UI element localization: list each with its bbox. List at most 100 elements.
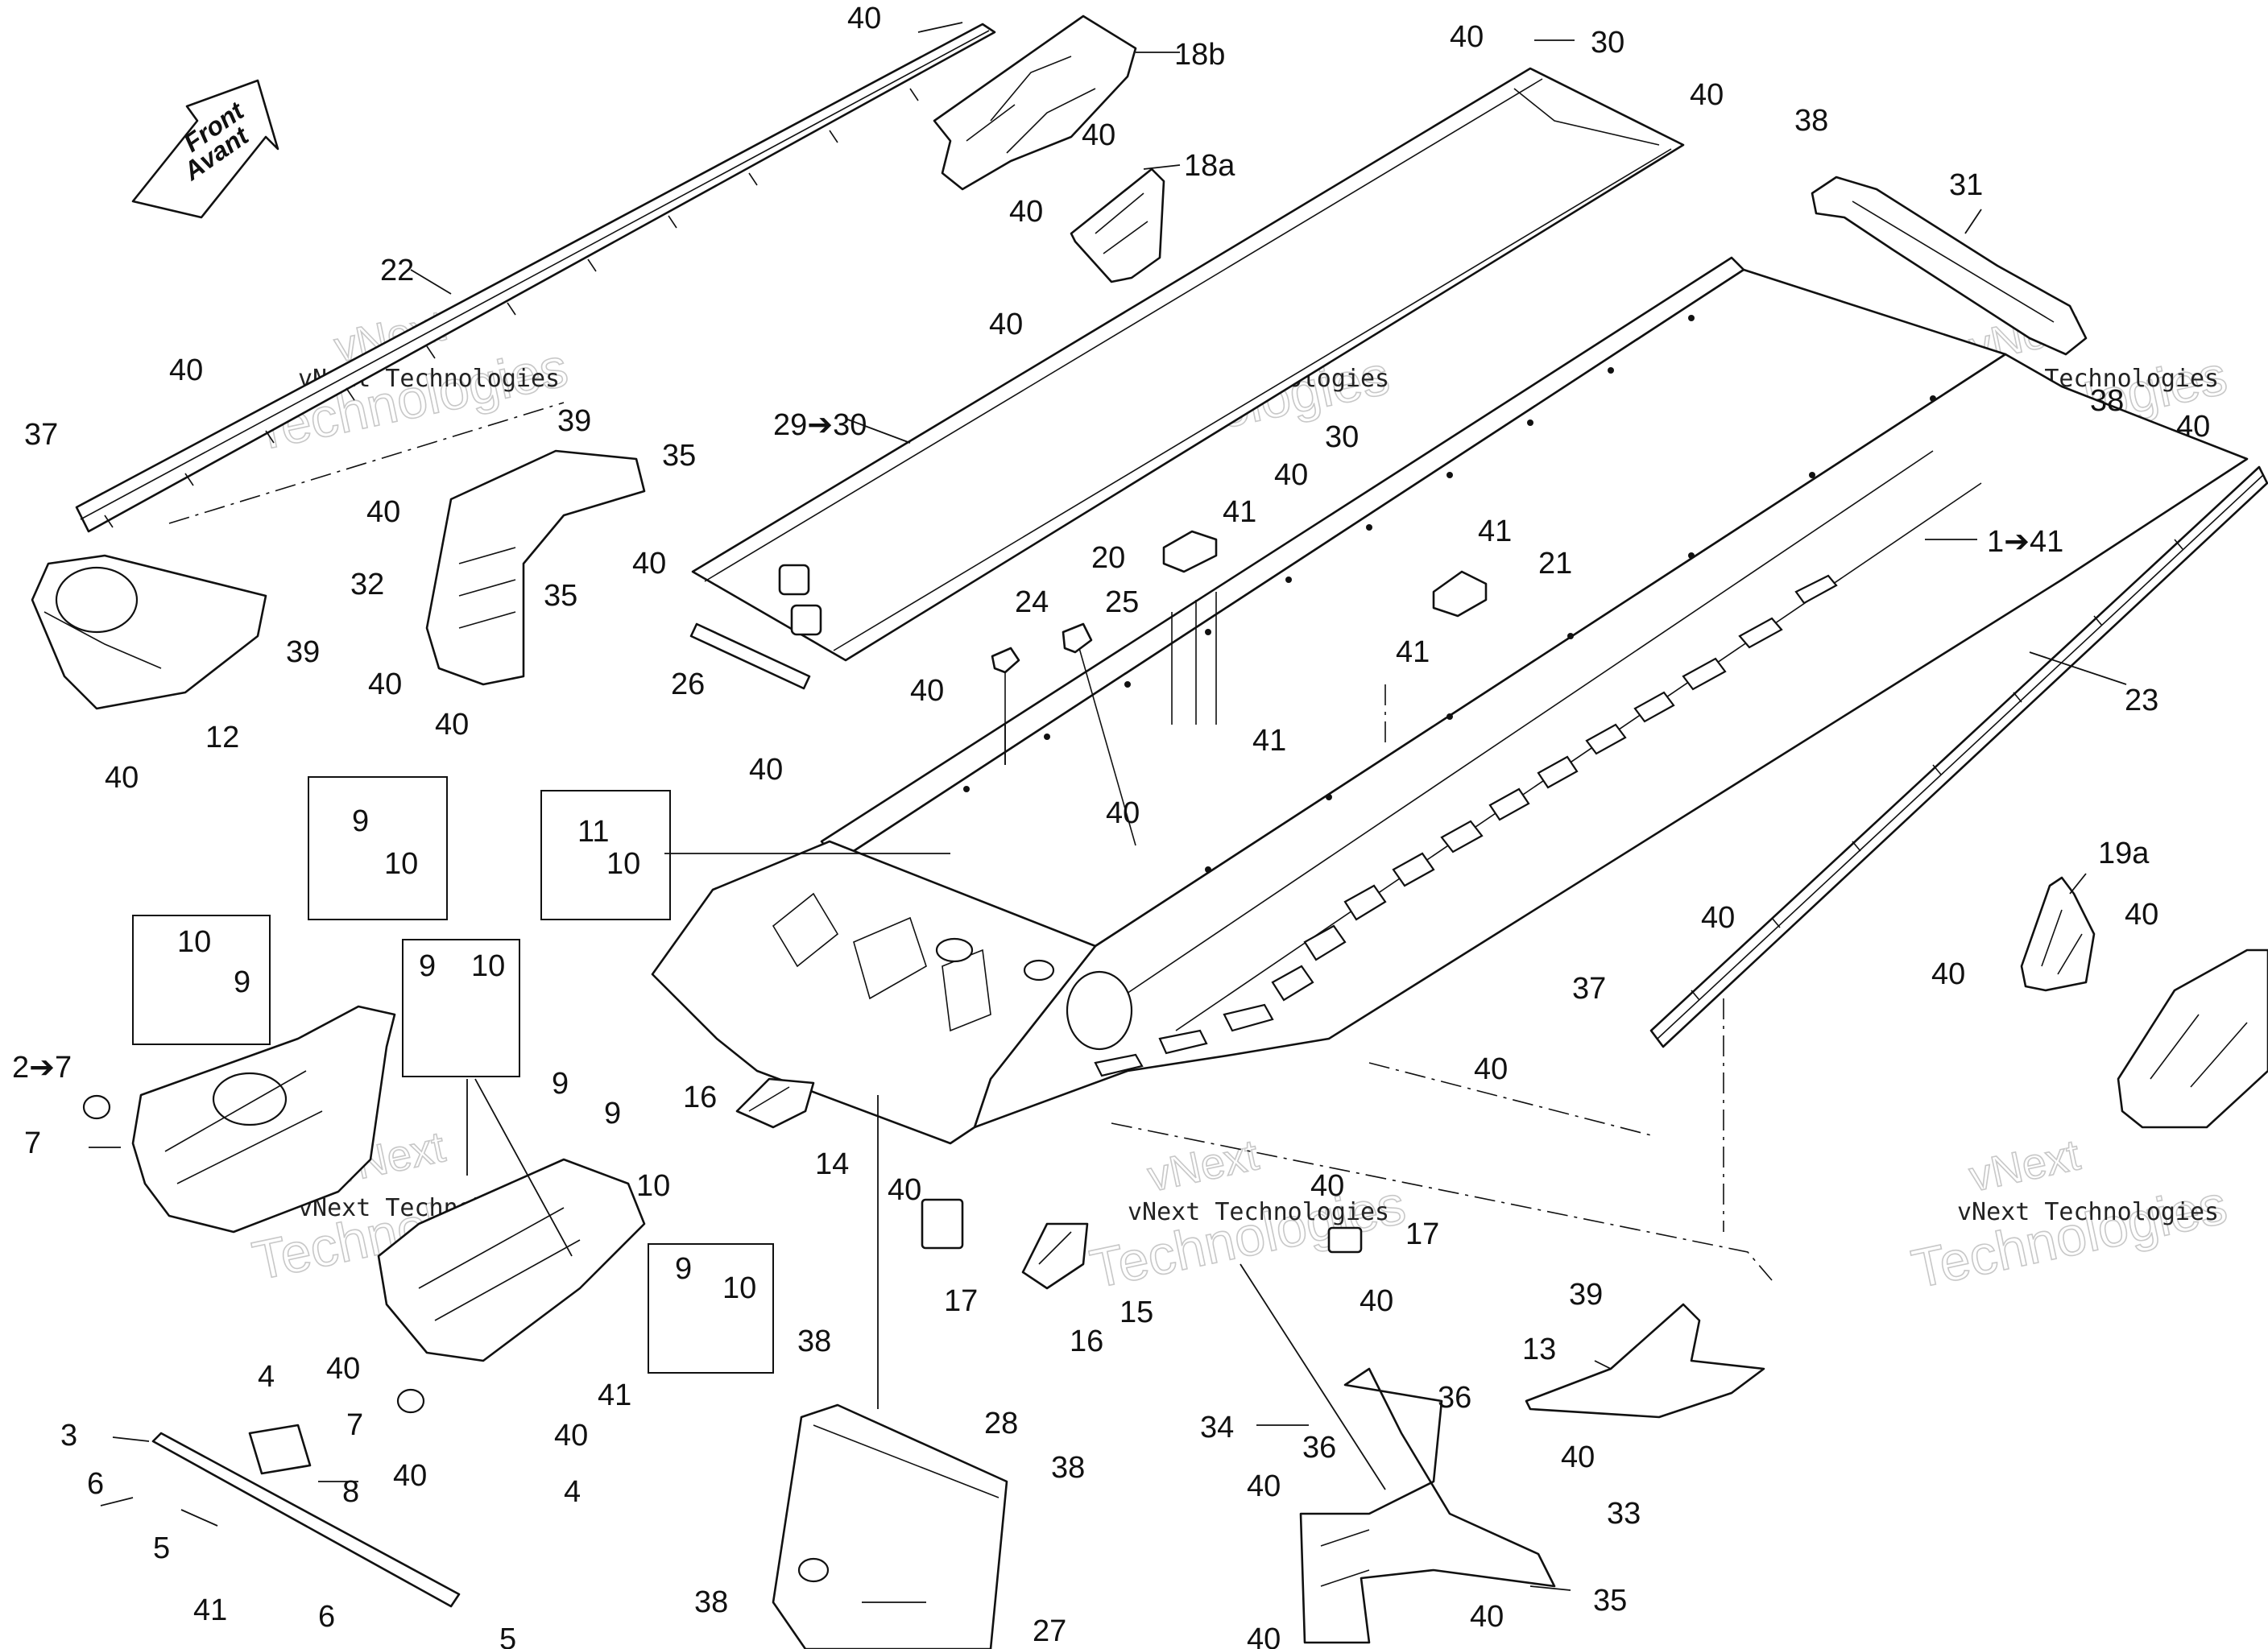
part-8-plate — [248, 1424, 312, 1475]
watermark-text-5: vNext Technologies — [1128, 1198, 1389, 1226]
callout-40: 40 — [749, 753, 783, 787]
callout-18b: 18b — [1174, 38, 1225, 72]
part-number-labels: 40 18b 40 18a 40 40 30 40 38 31 22 37 40… — [12, 2, 2210, 1649]
tunnel-cutouts — [1094, 574, 1838, 1077]
part-3-lower-bar — [151, 1424, 461, 1608]
callout-40: 40 — [105, 761, 139, 795]
callout-37: 37 — [24, 418, 58, 452]
callout-31: 31 — [1949, 168, 1983, 202]
callout-40: 40 — [326, 1352, 360, 1386]
part-15-plate — [1021, 1222, 1089, 1290]
callout-40: 40 — [1247, 1622, 1281, 1649]
callout-40: 40 — [554, 1419, 588, 1453]
callout-41: 41 — [598, 1378, 631, 1412]
callout-38: 38 — [1794, 104, 1828, 138]
part-26-strip — [689, 622, 811, 690]
inset-boxes — [132, 776, 774, 1374]
front-direction-arrow: Front Avant — [131, 79, 279, 219]
watermark-big-11: vNext — [1965, 1130, 2084, 1201]
callout-10: 10 — [636, 1169, 670, 1203]
callout-40: 40 — [847, 2, 881, 35]
callout-10: 10 — [384, 847, 418, 881]
part-31-rear-bracket — [1811, 176, 2088, 356]
callout-40: 40 — [1931, 957, 1965, 991]
callout-25: 25 — [1105, 585, 1139, 619]
callout-40: 40 — [1106, 796, 1140, 830]
bumper-2 — [790, 604, 822, 636]
watermark-top-left: vNext Technologies vNext Technologies — [247, 301, 574, 464]
callout-22: 22 — [380, 254, 414, 287]
callout-40: 40 — [1474, 1052, 1508, 1086]
inset-box-9-10-b — [402, 939, 520, 1077]
callout-39: 39 — [557, 404, 591, 438]
callout-17: 17 — [1405, 1217, 1439, 1251]
part-21-bracket — [1384, 570, 1488, 749]
callout-9: 9 — [675, 1252, 692, 1286]
callout-32: 32 — [350, 568, 384, 601]
callout-40: 40 — [910, 674, 944, 708]
part-27-heat-exchanger — [772, 1403, 1008, 1649]
part-1-tunnel — [820, 256, 2249, 1129]
callout-39: 39 — [286, 635, 320, 669]
callout-8: 8 — [342, 1475, 359, 1509]
callout-6: 6 — [318, 1600, 335, 1634]
callout-41: 41 — [1396, 635, 1430, 669]
callout-40: 40 — [888, 1173, 921, 1207]
callout-30: 30 — [1591, 26, 1624, 60]
part-25-clip — [1062, 622, 1136, 846]
callout-41: 41 — [193, 1593, 227, 1627]
callout-40: 40 — [1082, 118, 1115, 152]
inset-box-11-10 — [540, 790, 671, 920]
callout-40: 40 — [368, 667, 402, 701]
part-7-grommet-a — [82, 1094, 111, 1120]
callout-38: 38 — [2090, 384, 2124, 418]
bumper-1 — [778, 564, 810, 596]
callout-10: 10 — [177, 925, 211, 959]
callout-6: 6 — [87, 1467, 104, 1501]
callout-41: 41 — [1252, 724, 1286, 758]
part-20-bracket — [1162, 530, 1218, 725]
part-13-bracket — [1525, 1303, 1765, 1419]
front-bulkhead — [651, 840, 1133, 1145]
callout-40: 40 — [435, 708, 469, 742]
part-18a-footrest — [1070, 167, 1165, 283]
callout-9: 9 — [604, 1097, 621, 1130]
callout-12: 12 — [205, 721, 239, 754]
callout-35: 35 — [544, 579, 577, 613]
callout-41: 41 — [1223, 495, 1256, 529]
callout-38: 38 — [797, 1325, 831, 1358]
callout-36: 36 — [1302, 1431, 1336, 1465]
callout-15: 15 — [1120, 1296, 1153, 1329]
callout-38: 38 — [1051, 1451, 1085, 1485]
callout-39: 39 — [1569, 1278, 1603, 1312]
callout-34: 34 — [1200, 1411, 1234, 1444]
part-23-right-rail — [1649, 465, 2268, 1048]
callout-10: 10 — [471, 949, 505, 983]
callout-9: 9 — [234, 965, 250, 999]
part-17-bracket-b — [1327, 1226, 1363, 1254]
callout-40: 40 — [1274, 458, 1308, 492]
part-32-bracket — [425, 449, 646, 686]
callout-40: 40 — [1470, 1600, 1504, 1634]
callout-27: 27 — [1033, 1614, 1066, 1648]
callout-21: 21 — [1538, 547, 1572, 581]
part-18b-footrest — [933, 14, 1137, 191]
callout-36: 36 — [1438, 1381, 1471, 1415]
inset-box-9-10-a — [308, 776, 448, 920]
callout-3: 3 — [60, 1419, 77, 1453]
callout-16: 16 — [683, 1081, 717, 1114]
callout-40: 40 — [1690, 78, 1724, 112]
callout-29-30: 29➔30 — [773, 408, 867, 442]
callout-41: 41 — [1478, 515, 1512, 548]
callout-23: 23 — [2125, 684, 2158, 717]
callout-9: 9 — [352, 804, 369, 838]
callout-1-41: 1➔41 — [1987, 525, 2063, 559]
callout-37: 37 — [1572, 972, 1606, 1006]
callout-4: 4 — [258, 1360, 275, 1394]
callout-40: 40 — [1360, 1284, 1393, 1318]
callout-40: 40 — [2176, 410, 2210, 444]
part-7-grommet-b — [396, 1388, 425, 1414]
callout-40: 40 — [1701, 901, 1735, 935]
watermark-bottom-right: vNext Technologies vNext Technologies — [1906, 1130, 2233, 1301]
